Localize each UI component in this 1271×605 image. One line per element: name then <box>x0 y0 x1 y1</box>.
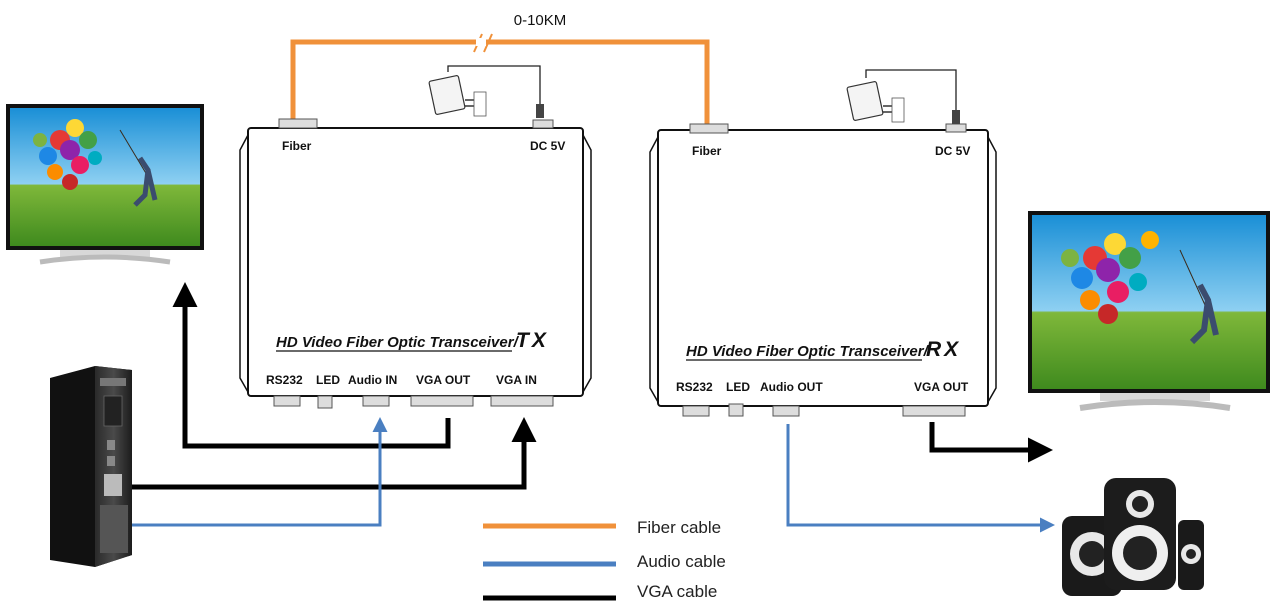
tx-vga-in-label: VGA IN <box>496 373 537 387</box>
rx-vga-out-port <box>902 405 966 417</box>
tx-mode: TX <box>516 329 549 352</box>
rx-led-port <box>728 403 744 417</box>
rx-transceiver: Fiber DC 5V HD Video Fiber Optic Transce… <box>649 123 997 417</box>
tx-dc-port <box>532 119 554 129</box>
legend-label-fiber: Fiber cable <box>637 518 721 537</box>
tx-led-port <box>317 395 333 409</box>
rx-mode: RX <box>926 338 961 361</box>
rx-led-label: LED <box>726 380 750 394</box>
rx-dc-label: DC 5V <box>935 144 970 158</box>
tx-led-label: LED <box>316 373 340 387</box>
tx-title: HD Video Fiber Optic Transceiver/ <box>276 334 520 351</box>
rx-vga-out-label: VGA OUT <box>914 380 969 394</box>
rx-dc-port <box>945 123 967 133</box>
distance-label: 0-10KM <box>514 12 567 29</box>
audio-cable <box>132 417 1055 533</box>
tx-vga-out-port <box>410 395 474 407</box>
tx-fiber-label: Fiber <box>282 139 312 153</box>
monitor-icon <box>1028 211 1270 411</box>
rx-audio-label: Audio OUT <box>760 380 823 394</box>
tx-vga-out-label: VGA OUT <box>416 373 471 387</box>
power-adapter-icon <box>428 65 544 118</box>
tx-dc-label: DC 5V <box>530 139 565 153</box>
tx-audio-label: Audio IN <box>348 373 397 387</box>
rx-audio-port <box>772 405 800 417</box>
tx-rs232-port <box>273 395 301 407</box>
rx-rs232-port <box>682 405 710 417</box>
fiber-cable <box>290 33 710 125</box>
vga-cable <box>132 282 1053 490</box>
rx-fiber-port <box>689 123 729 134</box>
legend-label-audio: Audio cable <box>637 552 726 571</box>
legend: Fiber cable Audio cable VGA cable <box>483 518 726 601</box>
tx-transceiver: Fiber DC 5V HD Video Fiber Optic Transce… <box>239 118 592 409</box>
monitor-icon <box>6 104 204 265</box>
desktop-computer-icon <box>50 366 132 567</box>
tx-audio-port <box>362 395 390 407</box>
tx-fiber-port <box>278 118 318 129</box>
speakers-icon <box>1062 478 1204 596</box>
legend-label-vga: VGA cable <box>637 582 717 601</box>
rx-title: HD Video Fiber Optic Transceiver/ <box>686 343 930 360</box>
power-adapter-icon <box>846 69 960 124</box>
rx-rs232-label: RS232 <box>676 380 713 394</box>
tx-vga-in-port <box>490 395 554 407</box>
rx-fiber-label: Fiber <box>692 144 722 158</box>
tx-rs232-label: RS232 <box>266 373 303 387</box>
